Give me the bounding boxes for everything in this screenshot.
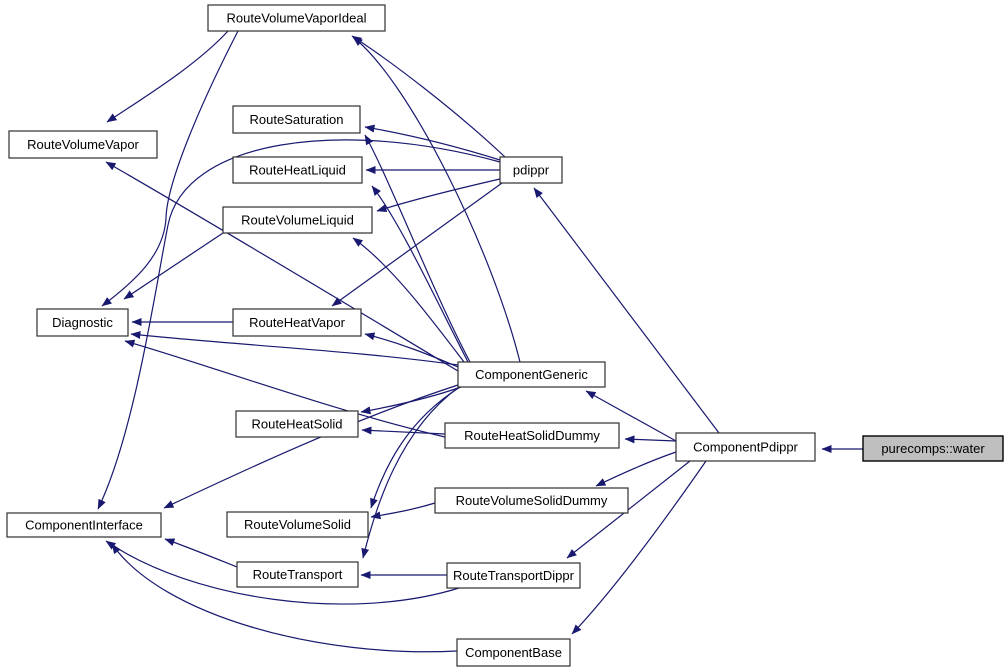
node-routevolumesoliddummy-label: RouteVolumeSolidDummy xyxy=(456,493,608,508)
edge-componentgeneric-to-diagnostic xyxy=(130,331,459,366)
node-routevolumevaporideal-label: RouteVolumeVaporIdeal xyxy=(227,11,367,26)
node-routetransportdippr-box[interactable] xyxy=(446,562,581,589)
edge-pdippr-to-componentinterface xyxy=(97,139,501,510)
node-routetransport-box[interactable] xyxy=(236,561,359,588)
edge-routevolumeliquid-to-diagnostic xyxy=(123,232,224,300)
edge-componentpdippr-to-routevolumesoliddummy xyxy=(595,451,677,487)
edge-componentgeneric-to-routesaturation xyxy=(364,134,471,363)
edge-group xyxy=(97,30,863,653)
edge-routevolumevaporideal-to-diagnostic xyxy=(101,30,239,307)
node-routevolumeliquid: RouteVolumeLiquid xyxy=(222,206,373,234)
edge-routetransport-to-componentinterface xyxy=(164,538,238,568)
edge-routevolumesoliddummy-to-routevolumesolid xyxy=(370,502,436,520)
node-routevolumesolid-label: RouteVolumeSolid xyxy=(244,517,351,532)
edge-componentgeneric-to-routeheatliquid xyxy=(371,185,469,363)
node-routeheatvapor-label: RouteHeatVapor xyxy=(249,315,346,330)
node-group: RouteVolumeVaporIdeal RouteVolumeVapor R… xyxy=(6,4,1004,667)
node-routevolumevapor-box[interactable] xyxy=(8,130,158,159)
edge-routeheatsoliddummy-to-diagnostic xyxy=(124,339,446,438)
node-componentbase-label: ComponentBase xyxy=(465,645,562,660)
edge-componentgeneric-to-routevolumevaporideal xyxy=(352,36,521,363)
node-routevolumesolid: RouteVolumeSolid xyxy=(226,511,369,538)
edge-routeheatsoliddummy-to-routeheatsolid xyxy=(361,426,446,435)
node-routesaturation-box[interactable] xyxy=(232,105,361,134)
edge-componentgeneric-to-componentinterface xyxy=(163,384,459,509)
node-routesaturation: RouteSaturation xyxy=(232,105,361,134)
node-routevolumeliquid-label: RouteVolumeLiquid xyxy=(241,213,354,228)
node-routeheatsolid: RouteHeatSolid xyxy=(235,410,359,438)
node-componentpdippr: ComponentPdippr xyxy=(675,432,816,462)
node-componentinterface: ComponentInterface xyxy=(6,512,162,538)
node-purecomps-water-label: purecomps::water xyxy=(881,441,985,456)
edge-componentpdippr-to-componentbase xyxy=(571,460,707,635)
node-pdippr-label: pdippr xyxy=(513,163,550,178)
node-purecomps-water-box[interactable] xyxy=(862,435,1004,462)
node-routetransport: RouteTransport xyxy=(236,561,359,588)
node-routeheatvapor: RouteHeatVapor xyxy=(232,308,362,337)
node-routevolumevapor-label: RouteVolumeVapor xyxy=(27,137,139,152)
node-routevolumesoliddummy: RouteVolumeSolidDummy xyxy=(434,487,629,514)
node-routevolumesoliddummy-box[interactable] xyxy=(434,487,629,514)
node-componentpdippr-label: ComponentPdippr xyxy=(693,440,798,455)
node-componentgeneric: ComponentGeneric xyxy=(457,361,606,388)
edge-componentpdippr-to-componentgeneric xyxy=(585,390,677,442)
node-routeheatsoliddummy-label: RouteHeatSolidDummy xyxy=(464,428,600,443)
node-componentgeneric-label: ComponentGeneric xyxy=(475,367,588,382)
node-componentbase-box[interactable] xyxy=(456,638,571,667)
edge-componentpdippr-to-routeheatsoliddummy xyxy=(624,435,677,444)
node-routevolumeliquid-box[interactable] xyxy=(222,206,373,234)
edge-pdippr-to-routevolumevaporideal xyxy=(351,35,506,158)
node-routevolumevapor: RouteVolumeVapor xyxy=(8,130,158,159)
edge-pdippr-to-routeheatvapor xyxy=(331,182,503,307)
node-routeheatsolid-box[interactable] xyxy=(235,410,359,438)
node-pdippr: pdippr xyxy=(499,156,563,184)
edge-routevolumevaporideal-to-routevolumevapor xyxy=(106,30,229,123)
node-routeheatvapor-box[interactable] xyxy=(232,308,362,337)
edge-componentgeneric-to-routevolumesolid xyxy=(370,386,461,509)
node-componentpdippr-box[interactable] xyxy=(675,432,816,462)
node-componentinterface-label: ComponentInterface xyxy=(25,518,143,533)
node-routeheatliquid-box[interactable] xyxy=(232,156,363,184)
node-diagnostic: Diagnostic xyxy=(36,308,129,337)
node-componentinterface-box[interactable] xyxy=(6,512,162,538)
node-diagnostic-box[interactable] xyxy=(36,308,129,337)
edge-componentpdippr-to-pdippr xyxy=(533,187,720,434)
node-routeheatliquid: RouteHeatLiquid xyxy=(232,156,363,184)
node-purecomps-water: purecomps::water xyxy=(862,435,1004,462)
node-routeheatsoliddummy: RouteHeatSolidDummy xyxy=(444,422,620,449)
node-componentgeneric-box[interactable] xyxy=(457,361,606,388)
node-routevolumevaporideal-box[interactable] xyxy=(207,4,386,32)
edge-routetransportdippr-to-componentinterface xyxy=(105,540,460,605)
node-componentbase: ComponentBase xyxy=(456,638,571,667)
node-routevolumevaporideal: RouteVolumeVaporIdeal xyxy=(207,4,386,32)
edge-componentgeneric-to-routevolumevapor xyxy=(105,161,459,372)
edge-componentgeneric-to-routeheatsolid xyxy=(360,386,462,415)
edge-componentbase-to-componentinterface xyxy=(111,543,458,653)
node-routeheatsolid-label: RouteHeatSolid xyxy=(251,417,342,432)
node-routetransport-label: RouteTransport xyxy=(253,567,343,582)
node-routetransportdippr-label: RouteTransportDippr xyxy=(453,568,575,583)
edge-pdippr-to-routesaturation xyxy=(364,124,501,161)
node-diagnostic-label: Diagnostic xyxy=(52,315,113,330)
edge-componentgeneric-to-routetransport xyxy=(361,386,460,559)
node-routesaturation-label: RouteSaturation xyxy=(250,112,344,127)
node-routeheatsoliddummy-box[interactable] xyxy=(444,422,620,449)
edge-componentgeneric-to-routevolumeliquid xyxy=(352,237,465,363)
node-pdippr-box[interactable] xyxy=(499,156,563,184)
node-routetransportdippr: RouteTransportDippr xyxy=(446,562,581,589)
edge-pdippr-to-routevolumeliquid xyxy=(376,178,501,212)
node-routeheatliquid-label: RouteHeatLiquid xyxy=(249,163,346,178)
node-routevolumesolid-box[interactable] xyxy=(226,511,369,538)
